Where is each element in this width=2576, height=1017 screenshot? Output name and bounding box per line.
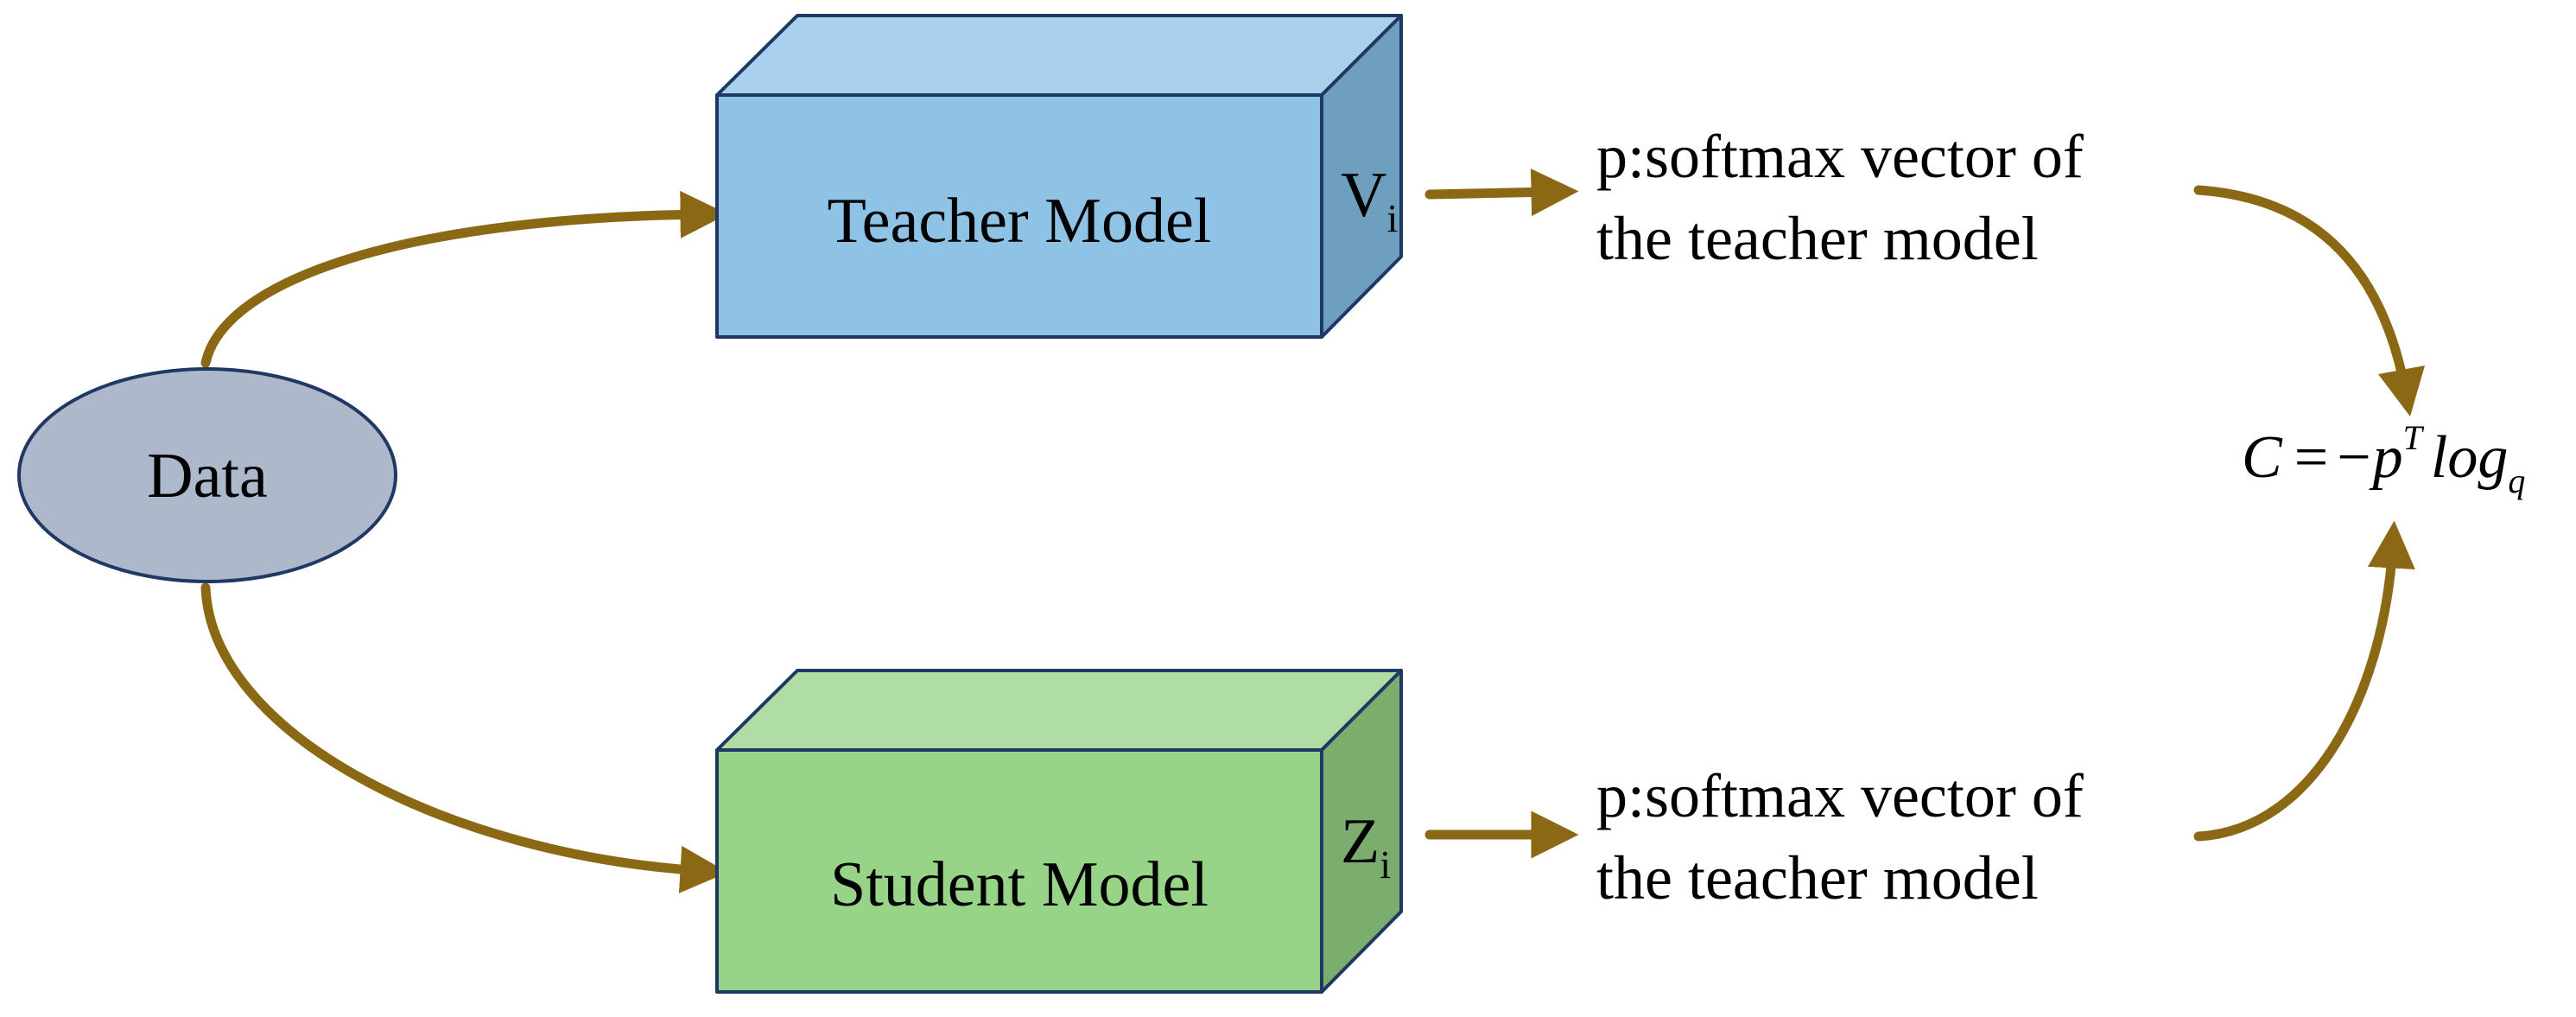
student-model-box: Student Model Zi bbox=[715, 669, 1403, 994]
formula-lhs: C bbox=[2242, 424, 2283, 491]
student-output-line2: the teacher model bbox=[1596, 843, 2039, 912]
teacher-box-front bbox=[715, 93, 1323, 339]
student-output-var: Z bbox=[1341, 806, 1380, 877]
teacher-model-box: Teacher Model Vi bbox=[715, 14, 1403, 339]
student-output-sub: i bbox=[1380, 842, 1391, 887]
data-node: Data bbox=[17, 367, 397, 583]
student-output-variable: Zi bbox=[1341, 806, 1391, 887]
data-label: Data bbox=[147, 441, 268, 512]
teacher-output-var: V bbox=[1341, 160, 1386, 231]
student-box-front bbox=[715, 748, 1323, 994]
teacher-output-variable: Vi bbox=[1341, 160, 1398, 240]
data-ellipse bbox=[17, 367, 397, 583]
teacher-output-line1: p:softmax vector of bbox=[1596, 122, 2084, 191]
arrow-student-output-to-formula bbox=[2193, 520, 2415, 842]
arrow-data-to-teacher bbox=[200, 190, 728, 368]
formula-p: p bbox=[2369, 424, 2403, 491]
teacher-output-text: p:softmax vector of the teacher model bbox=[1596, 122, 2084, 273]
formula-minus: − bbox=[2337, 424, 2370, 491]
formula-sub: q bbox=[2508, 461, 2525, 500]
teacher-box-top bbox=[715, 14, 1403, 97]
student-box-top bbox=[715, 669, 1403, 752]
formula-sup: T bbox=[2403, 418, 2425, 457]
arrow-data-to-student bbox=[200, 582, 728, 893]
formula-log: log bbox=[2431, 424, 2508, 491]
arrow-teacher-output-to-formula bbox=[2193, 185, 2426, 417]
student-model-label: Student Model bbox=[830, 849, 1209, 920]
student-output-line1: p:softmax vector of bbox=[1596, 761, 2084, 830]
teacher-output-sub: i bbox=[1386, 196, 1398, 240]
student-output-text: p:softmax vector of the teacher model bbox=[1596, 761, 2084, 912]
formula-equals: = bbox=[2294, 424, 2328, 491]
teacher-output-line2: the teacher model bbox=[1596, 204, 2039, 273]
arrow-teacher-to-output bbox=[1424, 168, 1579, 217]
teacher-model-label: Teacher Model bbox=[828, 186, 1212, 257]
